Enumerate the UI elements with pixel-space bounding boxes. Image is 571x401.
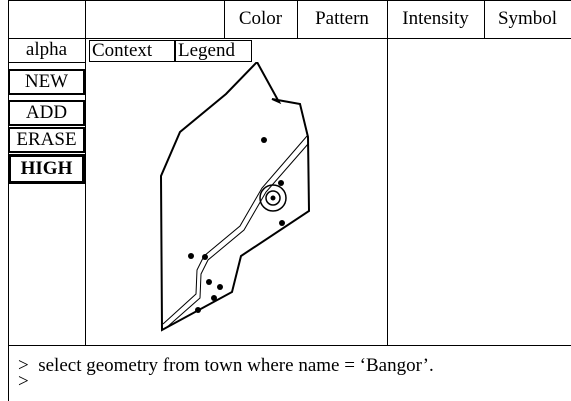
grid-line-pattern-left xyxy=(297,0,298,38)
console-next-prompt: > xyxy=(18,371,29,392)
map-point xyxy=(278,180,284,186)
grid-line-header-bottom xyxy=(8,38,571,39)
map-point xyxy=(211,295,217,301)
tab-legend[interactable]: Legend xyxy=(175,40,252,62)
add-button[interactable]: ADD xyxy=(8,100,85,126)
new-button-label: NEW xyxy=(24,71,69,92)
highlight-ring-outer xyxy=(259,184,287,212)
header-color[interactable]: Color xyxy=(238,8,283,29)
map-point xyxy=(188,253,194,259)
highlight-center xyxy=(270,195,276,201)
map-point xyxy=(261,137,267,143)
grid-line-left xyxy=(8,0,9,401)
high-button-label: HIGH xyxy=(20,158,73,179)
high-button[interactable]: HIGH xyxy=(8,154,85,184)
tab-context[interactable]: Context xyxy=(89,40,175,62)
erase-button[interactable]: ERASE xyxy=(8,127,85,153)
grid-line-sidebar-title-bottom xyxy=(8,62,85,63)
grid-line-console-top xyxy=(8,345,571,346)
console-prompt: > xyxy=(18,355,29,376)
map-point xyxy=(217,284,223,290)
header-intensity[interactable]: Intensity xyxy=(402,8,469,29)
new-button[interactable]: NEW xyxy=(8,69,85,95)
river-line-b xyxy=(165,143,309,329)
header-symbol[interactable]: Symbol xyxy=(497,8,558,29)
map-point xyxy=(202,254,208,260)
grid-line-map-right xyxy=(387,0,388,345)
grid-line-symbol-left xyxy=(484,0,485,38)
erase-button-label: ERASE xyxy=(16,129,77,150)
console-command-text: select geometry from town where name = ‘… xyxy=(38,355,434,376)
town-boundary xyxy=(159,62,311,332)
command-console[interactable]: > select geometry from town where name =… xyxy=(8,355,571,401)
town-geometry-map xyxy=(159,62,311,332)
console-line-1: > select geometry from town where name =… xyxy=(18,355,434,377)
grid-line-color-left xyxy=(224,0,225,38)
highlight-ring-inner xyxy=(265,190,281,206)
grid-line-top xyxy=(8,0,571,1)
river-line-a xyxy=(162,135,308,325)
header-pattern[interactable]: Pattern xyxy=(315,8,369,29)
console-line-2[interactable]: > xyxy=(18,371,29,393)
add-button-label: ADD xyxy=(25,102,68,123)
map-point xyxy=(206,279,212,285)
grid-line-sidebar-right xyxy=(85,0,86,345)
map-point xyxy=(279,220,285,226)
map-point xyxy=(195,307,201,313)
sidebar-title: alpha xyxy=(25,39,68,60)
map-canvas[interactable] xyxy=(86,62,387,345)
